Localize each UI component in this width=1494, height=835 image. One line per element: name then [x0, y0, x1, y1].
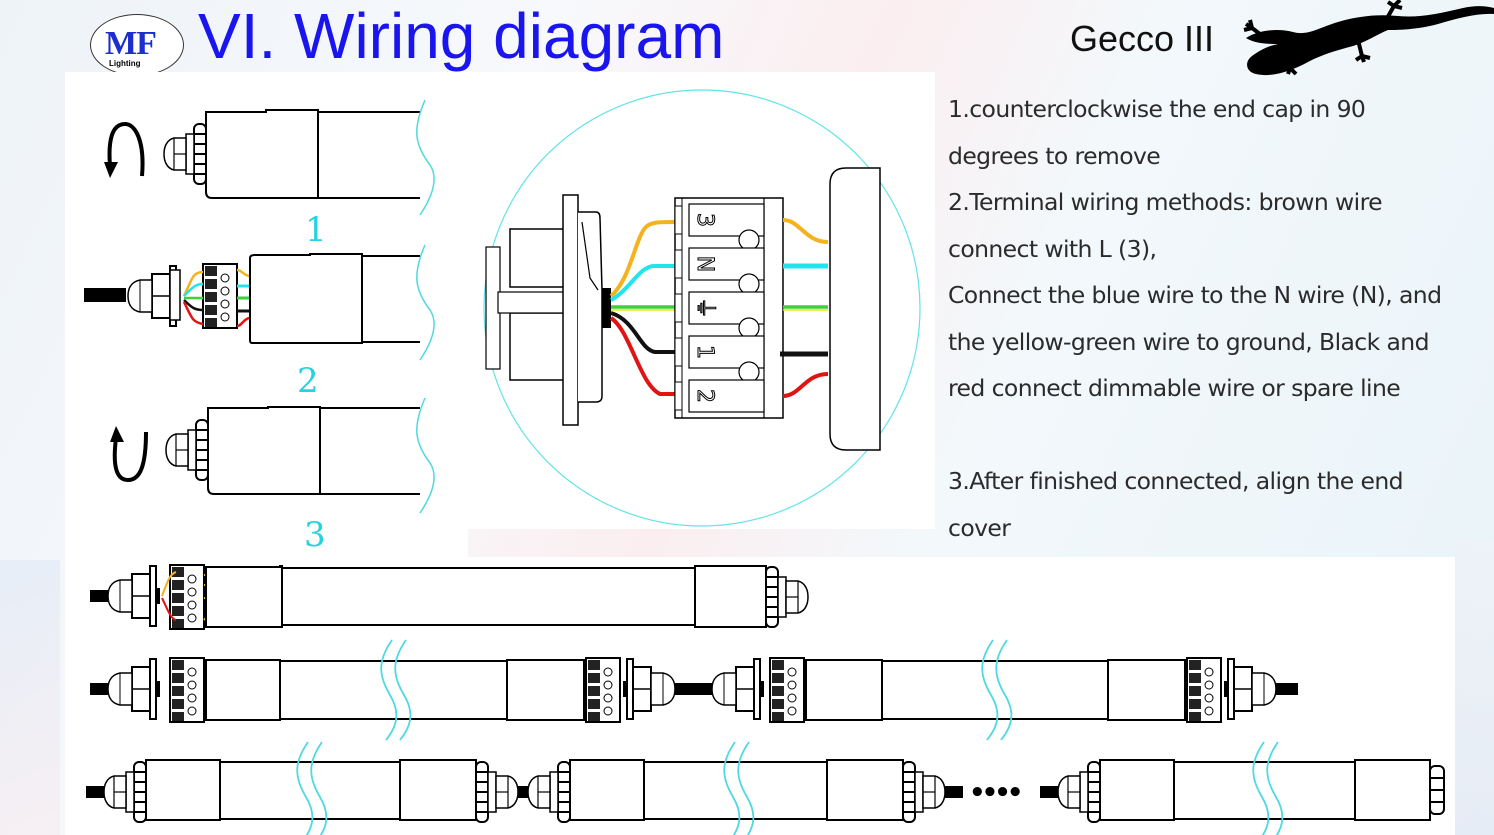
magnifier-circle — [483, 89, 921, 527]
logo-mark: MF — [105, 25, 157, 62]
instruction-line: 1.counterclockwise the end cap in 90 — [948, 95, 1366, 123]
connection-row-series: •••• — [86, 741, 1445, 835]
terminal-release-button — [738, 229, 760, 251]
instruction-line: cover — [948, 513, 1011, 542]
magnified-terminal-detail: 3N ⏚ 1 2 — [483, 89, 921, 527]
instruction-line: connect with L (3), — [948, 234, 1157, 263]
drawing-panel — [65, 529, 468, 559]
instruction-line: degrees to remove — [948, 141, 1161, 170]
step-3-drawing: 3 — [110, 397, 435, 555]
terminal-cell: 1 — [674, 335, 765, 383]
page-title: VI. Wiring diagram — [198, 0, 725, 72]
counterclockwise-arrow-icon — [107, 121, 145, 177]
company-logo: MF Lighting — [90, 14, 184, 76]
product-name: Gecco III — [1070, 18, 1215, 59]
step-2-drawing: 2 — [84, 244, 435, 401]
logo-subtext: Lighting — [109, 59, 141, 68]
series-ellipsis: •••• — [969, 778, 1020, 808]
instruction-line: 2.Terminal wiring methods: brown wire — [948, 188, 1383, 216]
step-1-drawing: 1 — [104, 99, 435, 250]
terminal-cell: 2 — [674, 379, 765, 413]
terminal-label: 1 — [692, 345, 717, 359]
terminal-cell: 3 — [674, 203, 765, 251]
terminal-cell: N — [674, 247, 765, 295]
background-shard — [0, 560, 60, 835]
instruction-line: the yellow-green wire to ground, Black a… — [948, 327, 1430, 356]
step-number: 1 — [305, 210, 327, 250]
step-number: 2 — [297, 361, 319, 401]
terminal-label: 3 — [692, 213, 717, 227]
terminal-label: 2 — [692, 389, 717, 403]
connection-row-through — [90, 639, 1298, 741]
terminal-release-button — [738, 273, 760, 295]
terminal-release-button — [738, 361, 760, 383]
gecko-icon — [1243, 0, 1494, 76]
clockwise-arrow-icon — [112, 431, 148, 483]
terminal-release-button — [738, 317, 760, 339]
step-number: 3 — [304, 515, 326, 555]
terminal-cell: ⏚ — [674, 291, 765, 339]
connection-row-single — [90, 564, 809, 630]
instruction-line: Connect the blue wire to the N wire (N),… — [948, 281, 1442, 309]
instruction-line: 3.After finished connected, align the en… — [948, 467, 1404, 495]
instructions: 1.counterclockwise the end cap in 90 deg… — [948, 86, 1494, 551]
terminal-label: ⏚ — [692, 297, 717, 319]
background-shard — [1455, 540, 1494, 835]
instruction-line: red connect dimmable wire or spare line — [948, 374, 1401, 402]
terminal-label: N — [692, 256, 717, 272]
